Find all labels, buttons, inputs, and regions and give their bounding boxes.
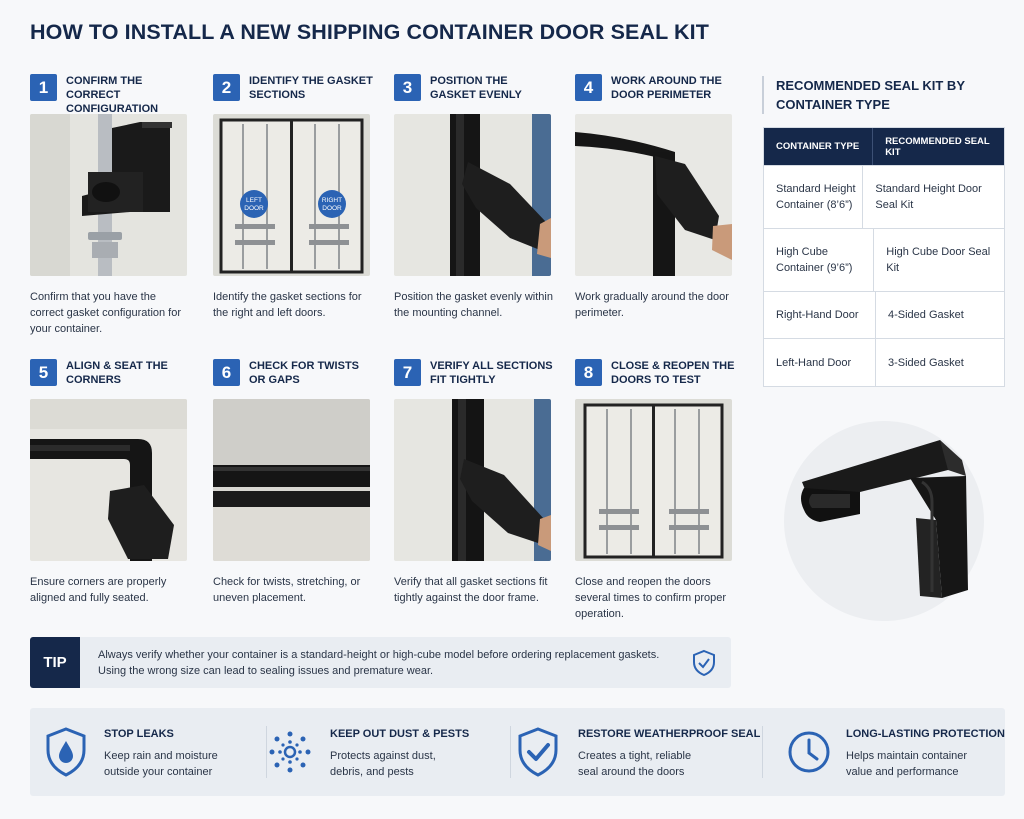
cell: Right-Hand Door bbox=[764, 292, 876, 338]
step-6: 6 CHECK FOR TWISTS OR GAPS Check for twis… bbox=[213, 359, 373, 606]
step-title: CHECK FOR TWISTS OR GAPS bbox=[249, 360, 359, 386]
page-title: HOW TO INSTALL A NEW SHIPPING CONTAINER … bbox=[30, 20, 709, 44]
cell: 4-Sided Gasket bbox=[888, 309, 964, 321]
left-door-label-bottom: DOOR bbox=[244, 205, 264, 212]
feature-desc: Helps maintain container value and perfo… bbox=[846, 750, 968, 778]
step-description: Confirm that you have the correct gasket… bbox=[30, 291, 182, 335]
gasket-channel-photo bbox=[394, 114, 551, 276]
side-title-rule bbox=[762, 76, 764, 114]
feature-title: LONG-LASTING PROTECTION bbox=[846, 728, 1005, 740]
feature-title: RESTORE WEATHERPROOF SEAL bbox=[578, 728, 761, 740]
corner-seat-photo bbox=[30, 399, 187, 561]
step-number: 3 bbox=[394, 74, 421, 101]
table-row: Left-Hand Door 3-Sided Gasket bbox=[764, 338, 1004, 386]
right-door-label-top: RIGHT bbox=[322, 197, 342, 204]
check-shield-icon bbox=[518, 727, 558, 777]
step-5: 5 ALIGN & SEAT THE CORNERS Ensure corners… bbox=[30, 359, 190, 606]
step-description: Identify the gasket sections for the rig… bbox=[213, 291, 362, 319]
feature-title: KEEP OUT DUST & PESTS bbox=[330, 728, 470, 740]
step-title: CLOSE & REOPEN THE DOORS TO TEST bbox=[611, 360, 735, 386]
cell: Standard Height Container (8’6”) bbox=[764, 166, 864, 228]
tip-text: Always verify whether your container is … bbox=[98, 649, 660, 677]
feature-divider bbox=[266, 726, 267, 778]
step-title: IDENTIFY THE GASKET SECTIONS bbox=[249, 75, 373, 101]
kit-table-title: RECOMMENDED SEAL KIT BY CONTAINER TYPE bbox=[776, 78, 965, 112]
step-description: Position the gasket evenly within the mo… bbox=[394, 291, 553, 319]
table-row: Standard Height Container (8’6”) Standard… bbox=[764, 165, 1004, 228]
table-row: High Cube Container (9’6”) High Cube Door… bbox=[764, 228, 1004, 291]
feature-desc: Protects against dust, debris, and pests bbox=[330, 750, 436, 778]
gasket-corner-photo bbox=[30, 114, 187, 276]
tip-banner: TIP Always verify whether your container… bbox=[30, 637, 731, 688]
dust-particles-icon bbox=[269, 731, 311, 773]
table-row: Right-Hand Door 4-Sided Gasket bbox=[764, 291, 1004, 338]
step-description: Close and reopen the doors several times… bbox=[575, 576, 726, 620]
gasket-closeup-photo bbox=[213, 399, 370, 561]
kit-table-header: CONTAINER TYPE RECOMMENDED SEAL KIT bbox=[764, 128, 1004, 165]
step-title: WORK AROUND THE DOOR PERIMETER bbox=[611, 75, 722, 101]
tip-label: TIP bbox=[30, 637, 80, 688]
feature-desc: Creates a tight, reliable seal around th… bbox=[578, 750, 692, 778]
door-perimeter-photo bbox=[575, 114, 732, 276]
step-number: 5 bbox=[30, 359, 57, 386]
door-frame-photo bbox=[394, 399, 551, 561]
step-title: CONFIRM THE CORRECT CONFIGURATION bbox=[66, 75, 159, 115]
feature-divider bbox=[762, 726, 763, 778]
feature-title: STOP LEAKS bbox=[104, 728, 174, 740]
feature-long-lasting: LONG-LASTING PROTECTION Helps maintain c… bbox=[785, 708, 1005, 796]
feature-desc: Keep rain and moisture outside your cont… bbox=[104, 750, 218, 778]
feature-dust-pests: KEEP OUT DUST & PESTS Protects against d… bbox=[266, 708, 516, 796]
step-description: Verify that all gasket sections fit tigh… bbox=[394, 576, 548, 604]
right-door-label-bottom: DOOR bbox=[322, 205, 342, 212]
step-title: VERIFY ALL SECTIONS FIT TIGHTLY bbox=[430, 360, 553, 386]
cell: Left-Hand Door bbox=[764, 339, 876, 386]
check-shield-icon bbox=[693, 649, 715, 677]
step-8: 8 CLOSE & REOPEN THE DOORS TO TEST Close … bbox=[575, 359, 735, 622]
cell: High Cube Door Seal Kit bbox=[886, 246, 991, 274]
step-description: Check for twists, stretching, or uneven … bbox=[213, 576, 361, 604]
cell: Standard Height Door Seal Kit bbox=[875, 183, 982, 211]
step-title: ALIGN & SEAT THE CORNERS bbox=[66, 360, 168, 386]
step-7: 7 VERIFY ALL SECTIONS FIT TIGHTLY Verify … bbox=[394, 359, 554, 606]
step-4: 4 WORK AROUND THE DOOR PERIMETER Work gra… bbox=[575, 74, 735, 321]
step-number: 6 bbox=[213, 359, 240, 386]
cell: 3-Sided Gasket bbox=[888, 356, 964, 369]
left-door-label-top: LEFT bbox=[246, 197, 262, 204]
feature-divider bbox=[510, 726, 511, 778]
step-number: 4 bbox=[575, 74, 602, 101]
step-2: 2 IDENTIFY THE GASKET SECTIONS LEFT DOOR … bbox=[213, 74, 373, 321]
water-drop-shield-icon bbox=[46, 727, 86, 777]
closed-doors-photo bbox=[575, 399, 732, 561]
kit-table: CONTAINER TYPE RECOMMENDED SEAL KIT Stan… bbox=[763, 127, 1005, 387]
feature-stop-leaks: STOP LEAKS Keep rain and moisture outsid… bbox=[30, 708, 270, 796]
step-1: 1 CONFIRM THE CORRECT CONFIGURATION Confi… bbox=[30, 74, 190, 337]
cell: High Cube Container (9’6”) bbox=[764, 229, 875, 291]
step-description: Ensure corners are properly aligned and … bbox=[30, 576, 167, 604]
feature-weatherproof: RESTORE WEATHERPROOF SEAL Creates a tigh… bbox=[514, 708, 764, 796]
step-number: 7 bbox=[394, 359, 421, 386]
step-number: 8 bbox=[575, 359, 602, 386]
step-3: 3 POSITION THE GASKET EVENLY Position the… bbox=[394, 74, 554, 321]
features-bar: STOP LEAKS Keep rain and moisture outsid… bbox=[30, 708, 1005, 796]
step-title: POSITION THE GASKET EVENLY bbox=[430, 75, 522, 101]
gasket-product-image bbox=[801, 440, 968, 598]
container-doors-photo: LEFT DOOR RIGHT DOOR bbox=[213, 114, 370, 276]
step-number: 2 bbox=[213, 74, 240, 101]
step-description: Work gradually around the door perimeter… bbox=[575, 291, 729, 319]
step-number: 1 bbox=[30, 74, 57, 101]
clock-icon bbox=[788, 731, 830, 773]
header-recommended-kit: RECOMMENDED SEAL KIT bbox=[885, 135, 990, 158]
header-container-type: CONTAINER TYPE bbox=[764, 128, 874, 165]
